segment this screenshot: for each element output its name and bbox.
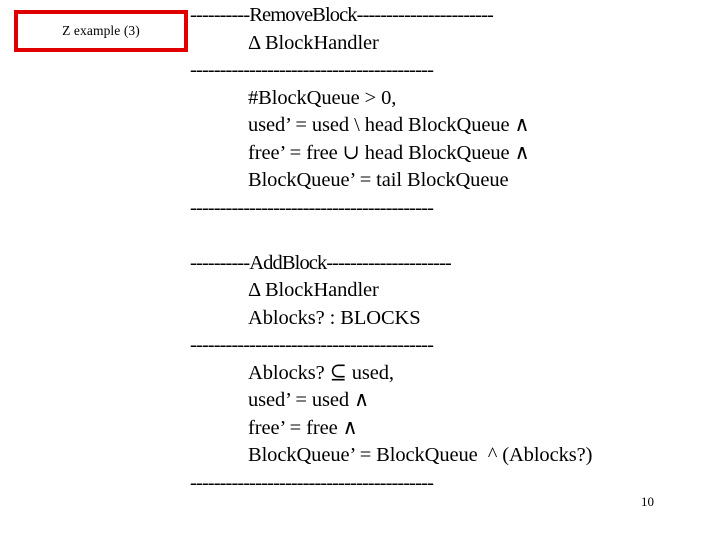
schema-predicate-line: Ablocks? ⊆ used, — [248, 361, 394, 384]
schema-header-rule: ----------AddBlock--------------------- — [190, 251, 452, 274]
schema-predicate-line: #BlockQueue > 0, — [248, 86, 397, 109]
schema-predicate-line: BlockQueue’ = BlockQueue ^ (Ablocks?) — [248, 444, 593, 466]
title-callout-box: Z example (3) — [14, 10, 188, 52]
slide-title-label: Z example (3) — [62, 23, 140, 38]
schema-header-rule: ----------RemoveBlock-------------------… — [190, 4, 494, 26]
schema-predicate-line: free’ = free ∪ head BlockQueue ∧ — [248, 141, 530, 164]
schema-declaration-line: Δ BlockHandler — [248, 31, 379, 54]
schema-gap — [190, 222, 720, 250]
schema-predicate-line: free’ = free ∧ — [248, 416, 358, 439]
schema-predicate-line: BlockQueue’ = tail BlockQueue — [248, 169, 509, 191]
schema-add-block: ----------AddBlock--------------------- … — [190, 250, 720, 498]
schema-declaration-line: Ablocks? : BLOCKS — [248, 306, 421, 329]
schema-middle-rule: ----------------------------------------… — [190, 59, 434, 81]
schema-remove-block: ----------RemoveBlock-------------------… — [190, 2, 720, 222]
schema-middle-rule: ----------------------------------------… — [190, 334, 434, 356]
z-schema-area: ----------RemoveBlock-------------------… — [190, 2, 720, 497]
schema-bottom-rule: ----------------------------------------… — [190, 196, 434, 219]
schema-predicate-line: used’ = used ∧ — [248, 389, 369, 411]
schema-predicate-line: used’ = used \ head BlockQueue ∧ — [248, 114, 530, 136]
page-number: 10 — [641, 494, 654, 509]
schema-declaration-line: Δ BlockHandler — [248, 279, 379, 301]
schema-bottom-rule: ----------------------------------------… — [190, 471, 434, 494]
